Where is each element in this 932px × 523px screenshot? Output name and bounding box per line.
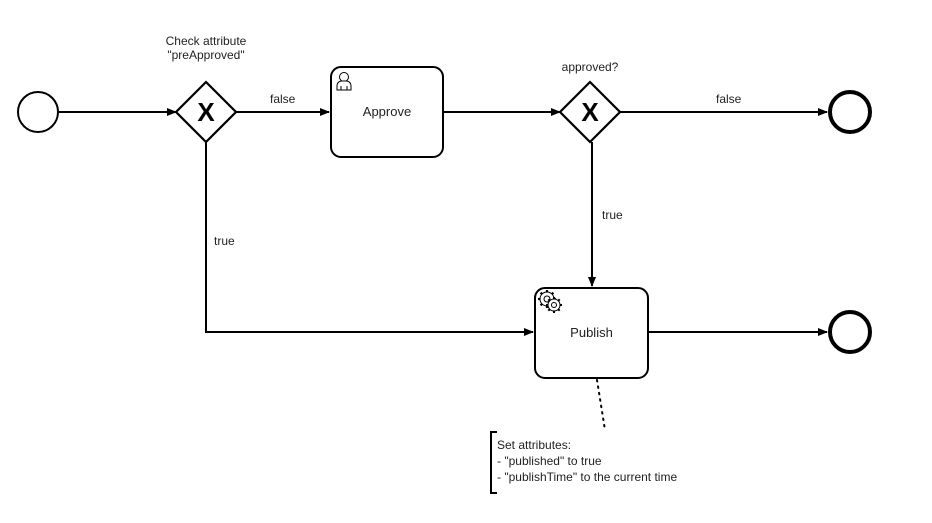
annotation-association: [596, 379, 606, 431]
exclusive-gateway-approved[interactable]: X: [558, 80, 622, 144]
task-approve-label: Approve: [362, 104, 412, 119]
flow-label-false-2: false: [716, 92, 742, 106]
gear-icon: [538, 290, 562, 313]
flow-label-false-1: false: [270, 92, 296, 106]
annotation-bracket: [490, 431, 497, 494]
gateway1-label-line1: Check attribute: [165, 34, 247, 48]
annotation-line2: - "published" to true: [497, 454, 602, 468]
exclusive-gateway-check-preapproved[interactable]: X: [174, 80, 238, 144]
gateway1-label-line2: "preApproved": [167, 48, 245, 62]
gateway2-label: approved?: [561, 60, 619, 74]
flow-gateway1-to-publish-true[interactable]: [205, 142, 534, 336]
text-annotation[interactable]: Set attributes: - "published" to true - …: [497, 437, 677, 485]
task-approve[interactable]: [330, 66, 444, 158]
gateway1-label: Check attribute "preApproved": [146, 34, 266, 62]
end-event-rejected[interactable]: [828, 90, 872, 134]
start-event[interactable]: [17, 91, 59, 133]
end-event-published[interactable]: [828, 310, 872, 354]
flow-label-true-1: true: [214, 234, 235, 248]
user-icon: [336, 72, 352, 91]
gateway-x-marker-1: X: [197, 97, 215, 127]
gateway-x-marker-2: X: [581, 97, 599, 127]
annotation-line1: Set attributes:: [497, 438, 572, 452]
flow-label-true-2: true: [602, 208, 623, 222]
task-publish[interactable]: [534, 287, 649, 379]
annotation-line3: - "publishTime" to the current time: [497, 470, 678, 484]
task-publish-label: Publish: [570, 325, 613, 340]
